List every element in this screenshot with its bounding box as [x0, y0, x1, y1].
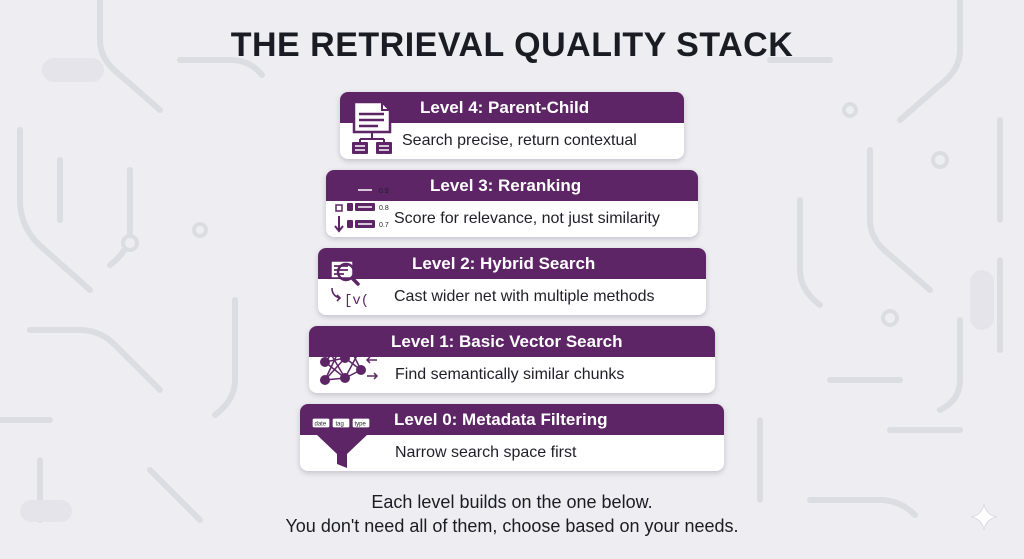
level-1-description: Find semantically similar chunks [395, 366, 625, 383]
level-2-card: Level 2: Hybrid Search Cast wider net wi… [318, 248, 706, 315]
level-4-title: Level 4: Parent-Child [340, 92, 684, 123]
tag-tag: tag [336, 422, 344, 428]
level-3-title: Level 3: Reranking [326, 170, 698, 201]
level-1-card: Level 1: Basic Vector Search Find semant… [309, 326, 715, 393]
hybrid-search-icon: [v( [330, 260, 369, 309]
level-4-card: Level 4: Parent-Child Search precise, re… [340, 92, 684, 159]
level-2-title: Level 2: Hybrid Search [318, 248, 706, 279]
ranked-list-icon: 0.9 0.8 0.7 [334, 183, 389, 233]
vector-glyph: [v( [344, 293, 369, 309]
sparkle-icon [970, 503, 998, 531]
score-3: 0.7 [379, 222, 389, 229]
tag-type: type [355, 422, 367, 428]
level-1-title: Level 1: Basic Vector Search [309, 326, 715, 357]
level-4-description: Search precise, return contextual [402, 132, 637, 149]
level-3-description: Score for relevance, not just similarity [394, 210, 660, 227]
document-hierarchy-icon [352, 100, 392, 154]
footer-line-2: You don't need all of them, choose based… [285, 516, 739, 536]
level-2-description: Cast wider net with multiple methods [394, 288, 655, 305]
tag-date: date [315, 422, 327, 428]
neural-network-icon [320, 334, 379, 385]
level-0-title: Level 0: Metadata Filtering [300, 404, 724, 435]
score-2: 0.8 [379, 205, 389, 212]
score-1: 0.9 [379, 188, 389, 195]
level-0-card: Level 0: Metadata Filtering Narrow searc… [300, 404, 724, 471]
level-3-card: Level 3: Reranking Score for relevance, … [326, 170, 698, 237]
level-0-description: Narrow search space first [395, 444, 577, 461]
funnel-filter-icon: date tag type [311, 417, 371, 468]
footer-line-1: Each level builds on the one below. [371, 492, 653, 512]
page-title: THE RETRIEVAL QUALITY STACK [230, 26, 794, 64]
footer-note: Each level builds on the one below. You … [0, 490, 1024, 538]
